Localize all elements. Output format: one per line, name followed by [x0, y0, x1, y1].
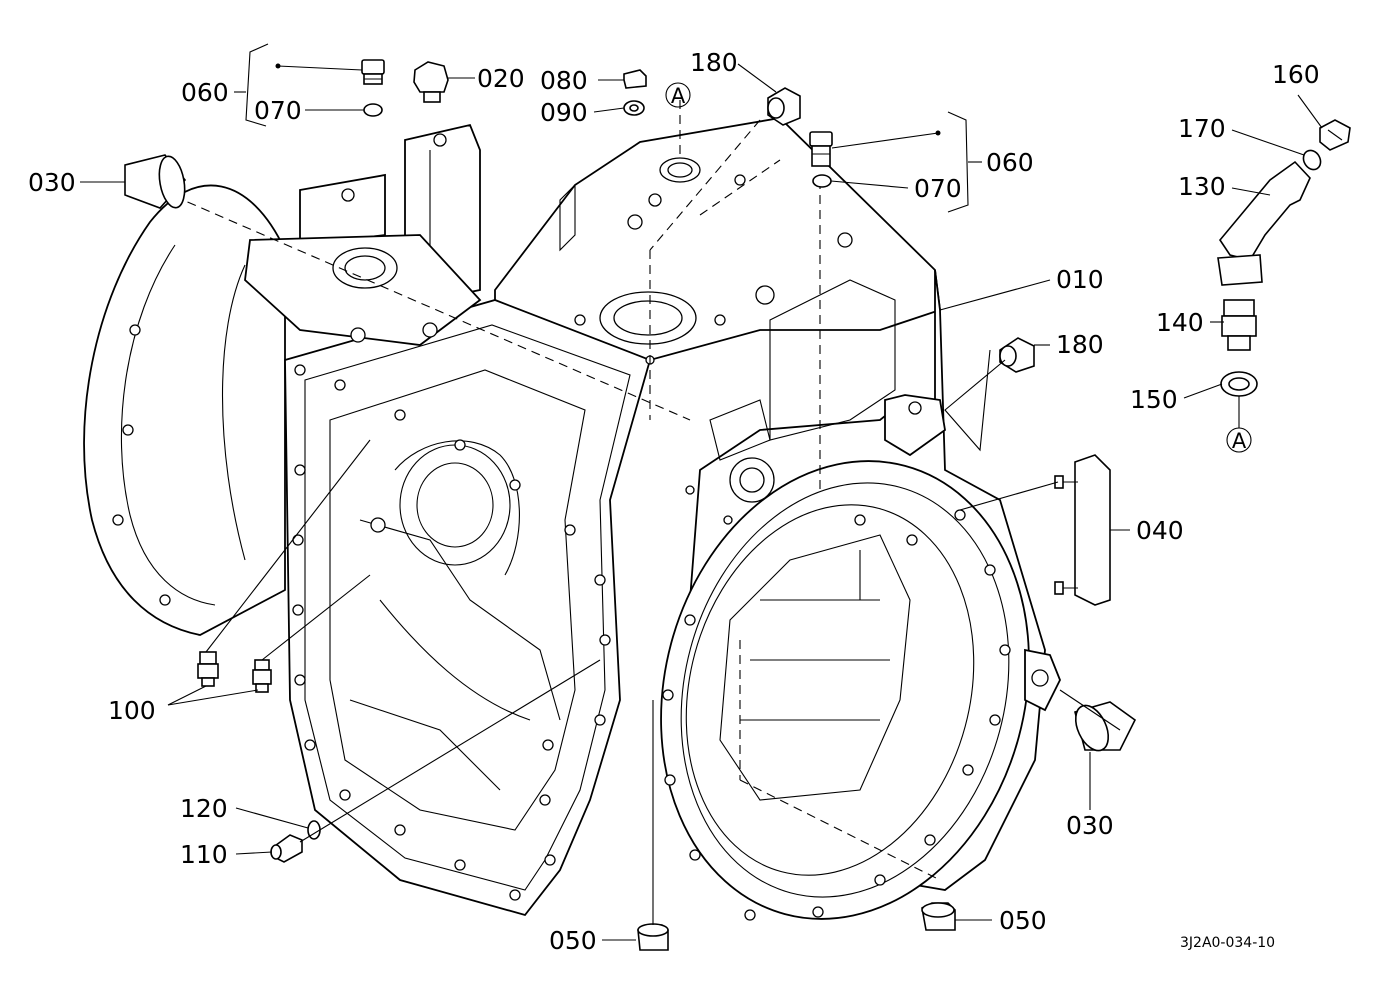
fitting-100-a	[197, 651, 219, 687]
elbow-pipe-130	[1217, 160, 1311, 286]
drawing-code: 3J2A0-034-10	[1180, 935, 1275, 951]
callout-110: 110	[180, 840, 228, 869]
callout-160: 160	[1272, 60, 1320, 89]
callout-140: 140	[1156, 308, 1204, 337]
reference-mark-a-top: A	[665, 82, 691, 108]
callout-040: 040	[1136, 516, 1184, 545]
callout-060-left: 060	[181, 78, 229, 107]
callout-180-right: 180	[1056, 330, 1104, 359]
plug-110	[270, 834, 303, 863]
callout-150: 150	[1130, 385, 1178, 414]
plug-060-right	[809, 131, 833, 167]
callout-120: 120	[180, 794, 228, 823]
callout-050-bottom: 050	[549, 926, 597, 955]
fitting-100-b	[252, 659, 272, 693]
o-ring-070-left	[363, 103, 383, 117]
callout-070-left: 070	[254, 96, 302, 125]
callout-070-right: 070	[914, 174, 962, 203]
plug-180-top	[767, 87, 801, 126]
washer-090	[623, 100, 645, 116]
plug-050-bottom	[637, 923, 669, 951]
bushing-030-left	[124, 154, 187, 209]
callout-030-left: 030	[28, 168, 76, 197]
vent-cap-160	[1319, 119, 1351, 151]
callout-180-top: 180	[690, 48, 738, 77]
plug-060-left	[361, 59, 385, 85]
callout-170: 170	[1178, 114, 1226, 143]
plug-080	[623, 69, 647, 89]
breather-020	[413, 61, 449, 103]
adapter-140	[1221, 299, 1257, 351]
callout-100: 100	[108, 696, 156, 725]
callout-130: 130	[1178, 172, 1226, 201]
svg-text:A: A	[1232, 429, 1247, 453]
plug-180-right	[999, 337, 1035, 373]
leader-lines	[80, 43, 1323, 941]
plug-050-right	[921, 902, 956, 931]
callout-080: 080	[540, 66, 588, 95]
transmission-case-010	[83, 117, 1061, 921]
assembly-center-lines	[159, 100, 941, 881]
callout-060-right: 060	[986, 148, 1034, 177]
o-ring-070-right	[812, 174, 832, 188]
callout-010: 010	[1056, 265, 1104, 294]
callout-090: 090	[540, 98, 588, 127]
washer-150	[1220, 371, 1258, 397]
callout-030-right: 030	[1066, 811, 1114, 840]
bushing-030-right	[1074, 701, 1137, 752]
svg-text:A: A	[671, 84, 686, 108]
bracket-040	[1054, 454, 1111, 606]
callout-050-right: 050	[999, 906, 1047, 935]
callout-020: 020	[477, 64, 525, 93]
o-ring-170	[1302, 149, 1322, 171]
reference-mark-a-right: A	[1226, 427, 1252, 453]
callout-labels: 060 070 020 080 090 180 060 070 030 010 …	[28, 48, 1320, 955]
